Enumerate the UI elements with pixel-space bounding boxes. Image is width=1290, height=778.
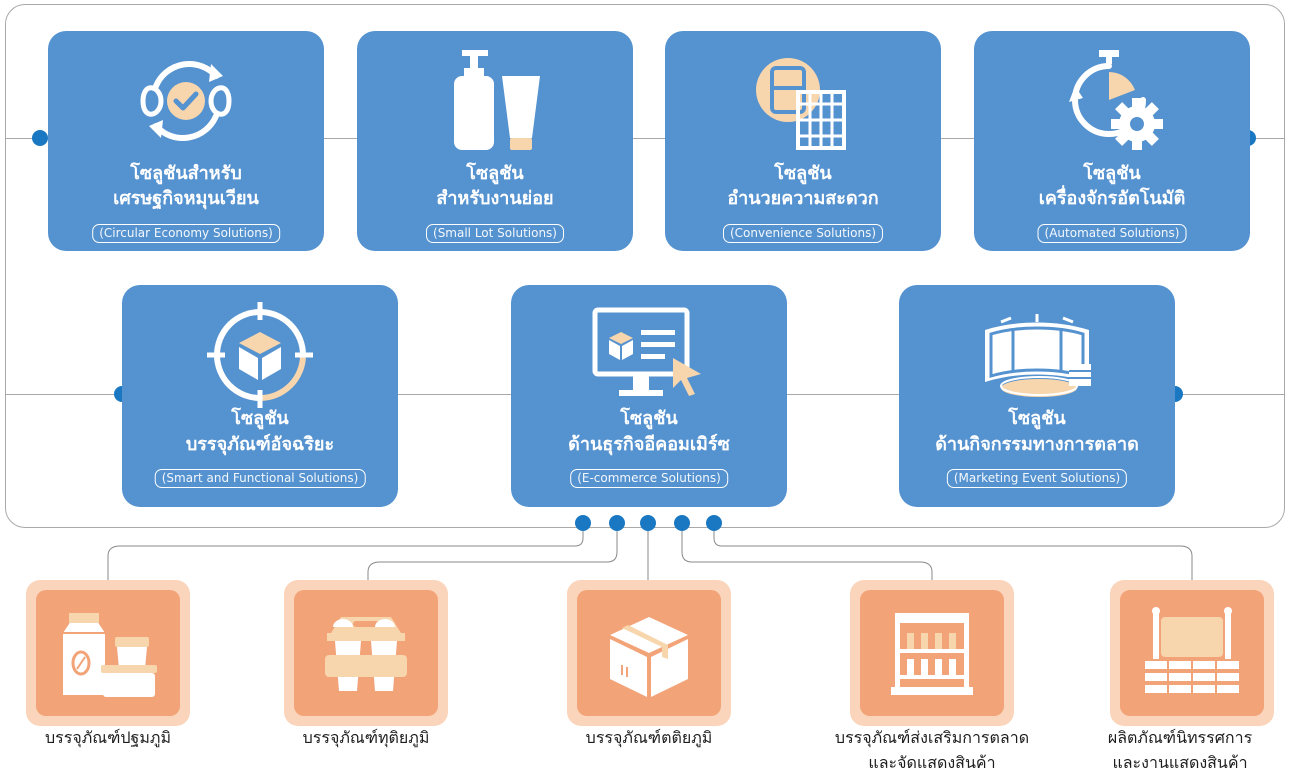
card-smart-functional[interactable]: โซลูชัน บรรจุภัณฑ์อัจฉริยะ (Smart and Fu… bbox=[122, 285, 398, 507]
card-circular-economy[interactable]: โซลูชันสำหรับ เศรษฐกิจหมุนเวียน (Circula… bbox=[48, 31, 324, 251]
packaging-label-tertiary: บรรจุภัณฑ์ตติยภูมิ bbox=[585, 728, 713, 747]
card-subtitle: (Circular Economy Solutions) bbox=[92, 224, 280, 243]
card-title-line2: ด้านกิจกรรมทางการตลาด bbox=[935, 434, 1139, 455]
packaging-label-secondary: บรรจุภัณฑ์ทุติยภูมิ bbox=[302, 728, 430, 747]
card-title-line1: โซลูชัน bbox=[774, 163, 832, 184]
card-title-line2: อำนวยความสะดวก bbox=[727, 188, 879, 209]
packaging-card-tertiary[interactable] bbox=[567, 580, 731, 726]
card-subtitle: (Small Lot Solutions) bbox=[426, 224, 564, 243]
connector-dot bbox=[575, 515, 591, 531]
bottle-tube-icon bbox=[357, 45, 633, 157]
target-box-icon bbox=[122, 299, 398, 411]
packaging-card-exhibition[interactable] bbox=[1110, 580, 1274, 726]
connector-dot bbox=[674, 515, 690, 531]
exhibition-booth-icon bbox=[1120, 590, 1264, 716]
packaging-card-secondary[interactable] bbox=[284, 580, 448, 726]
card-title-line2: บรรจุภัณฑ์อัจฉริยะ bbox=[185, 434, 335, 455]
card-title-line1: โซลูชัน bbox=[231, 408, 289, 429]
card-subtitle: (Smart and Functional Solutions) bbox=[154, 469, 366, 488]
card-title-line1: โซลูชัน bbox=[620, 408, 678, 429]
card-title-line2: ด้านธุรกิจอีคอมเมิร์ซ bbox=[568, 434, 730, 455]
card-automated[interactable]: โซลูชัน เครื่องจักรอัตโนมัติ (Automated … bbox=[974, 31, 1250, 251]
connector-dot bbox=[32, 130, 48, 146]
food-packages-icon bbox=[36, 590, 180, 716]
connector-dot bbox=[706, 515, 722, 531]
card-title-line1: โซลูชันสำหรับ bbox=[130, 163, 242, 184]
card-small-lot[interactable]: โซลูชัน สำหรับงานย่อย (Small Lot Solutio… bbox=[357, 31, 633, 251]
card-subtitle: (Convenience Solutions) bbox=[722, 224, 884, 243]
shipping-box-icon bbox=[577, 590, 721, 716]
card-title-line2: เศรษฐกิจหมุนเวียน bbox=[113, 188, 259, 209]
display-booth-icon bbox=[899, 299, 1175, 411]
card-title-line1: โซลูชัน bbox=[1083, 163, 1141, 184]
packaging-label-primary: บรรจุภัณฑ์ปฐมภูมิ bbox=[44, 728, 171, 747]
timer-gear-icon bbox=[974, 45, 1250, 157]
shelf-display-icon bbox=[860, 590, 1004, 716]
card-title-line1: โซลูชัน bbox=[466, 163, 524, 184]
card-subtitle: (Automated Solutions) bbox=[1037, 224, 1187, 243]
connector-dot bbox=[609, 515, 625, 531]
card-marketing-event[interactable]: โซลูชัน ด้านกิจกรรมทางการตลาด (Marketing… bbox=[899, 285, 1175, 507]
packaging-label-exhibition-2: และงานแสดงสินค้า bbox=[1112, 753, 1248, 772]
packaging-label-promotional-1: บรรจุภัณฑ์ส่งเสริมการตลาด bbox=[834, 728, 1030, 747]
packaging-label-exhibition-1: ผลิตภัณฑ์นิทรรศการ bbox=[1107, 728, 1253, 747]
packaging-card-primary[interactable] bbox=[26, 580, 190, 726]
card-ecommerce[interactable]: โซลูชัน ด้านธุรกิจอีคอมเมิร์ซ (E-commerc… bbox=[511, 285, 787, 507]
connector-line bbox=[735, 524, 1255, 525]
tray-container-icon bbox=[665, 45, 941, 157]
packaging-label-promotional-2: และจัดแสดงสินค้า bbox=[868, 753, 996, 772]
card-convenience[interactable]: โซลูชัน อำนวยความสะดวก (Convenience Solu… bbox=[665, 31, 941, 251]
connector-dot bbox=[640, 515, 656, 531]
connector-line bbox=[5, 138, 1285, 139]
cup-carrier-icon bbox=[294, 590, 438, 716]
card-title-line2: สำหรับงานย่อย bbox=[436, 188, 554, 209]
card-subtitle: (Marketing Event Solutions) bbox=[946, 469, 1128, 488]
recycle-check-icon bbox=[48, 45, 324, 157]
packaging-card-promotional[interactable] bbox=[850, 580, 1014, 726]
monitor-cursor-icon bbox=[511, 299, 787, 411]
card-subtitle: (E-commerce Solutions) bbox=[570, 469, 728, 488]
card-title-line2: เครื่องจักรอัตโนมัติ bbox=[1038, 188, 1186, 209]
card-title-line1: โซลูชัน bbox=[1008, 408, 1066, 429]
